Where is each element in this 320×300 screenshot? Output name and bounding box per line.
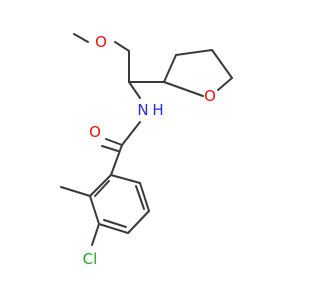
bond-methyl-o bbox=[73, 33, 89, 43]
bond-ring-inner-1 bbox=[94, 180, 110, 197]
molecule-canvas: O O N H O Cl bbox=[60, 33, 233, 268]
bond-ring-cl bbox=[91, 223, 100, 246]
bond-ring-inner-3 bbox=[135, 185, 145, 210]
bond-ring-inner-2 bbox=[103, 219, 127, 228]
bond-thf-c4-c5 bbox=[211, 49, 233, 79]
bond-thf-c2-c3 bbox=[163, 54, 177, 83]
atom-label-o-carbonyl: O bbox=[89, 123, 101, 141]
bond-ring-c4-c5 bbox=[127, 210, 150, 234]
atom-label-n: N bbox=[137, 101, 148, 119]
bond-thf-c3-c4 bbox=[175, 49, 213, 56]
atom-o-ring: O bbox=[204, 87, 216, 105]
atom-label-cl: Cl bbox=[83, 250, 98, 268]
bond-n-carbonyl bbox=[121, 121, 141, 146]
atom-o-carbonyl: O bbox=[89, 123, 101, 141]
bond-thf-o-c2 bbox=[163, 81, 204, 97]
bond-ring-c5-c6 bbox=[139, 182, 150, 212]
atom-o-methoxy: O bbox=[95, 33, 107, 51]
bond-carbonyl-ring bbox=[110, 144, 123, 176]
bond-ring-methyl bbox=[60, 186, 91, 197]
bond-ring-c3-c4 bbox=[98, 223, 129, 234]
bond-thf-c5-o bbox=[217, 77, 233, 91]
bond-ring-c1-c2 bbox=[89, 174, 112, 197]
bond-carbonyl-double-2 bbox=[101, 145, 119, 152]
structure-diagram: O O N H O Cl bbox=[60, 33, 233, 268]
atom-n-amide: N H bbox=[137, 101, 163, 119]
bond-o-ch2 bbox=[114, 41, 130, 52]
bond-ring-c2-c3 bbox=[89, 195, 100, 225]
atom-label-o-ring: O bbox=[204, 87, 216, 105]
bond-ch-n bbox=[128, 81, 141, 99]
atom-label-o-methoxy: O bbox=[95, 33, 107, 51]
atom-cl: Cl bbox=[83, 250, 98, 268]
bond-ring-c6-c1 bbox=[110, 174, 141, 184]
bond-carbonyl-double-1 bbox=[105, 138, 123, 146]
atom-label-n-h: H bbox=[152, 101, 163, 119]
